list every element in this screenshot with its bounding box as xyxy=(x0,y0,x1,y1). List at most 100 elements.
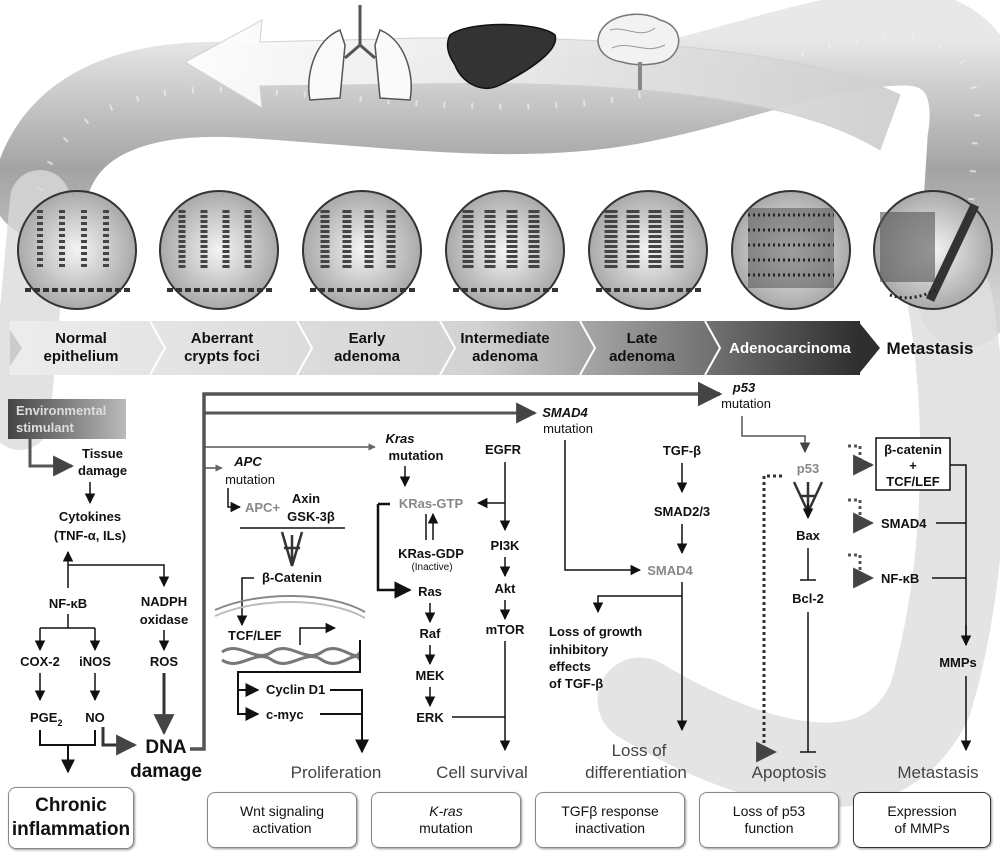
outcome-differentiation: differentiation xyxy=(585,763,687,782)
environmental-stimulant-box xyxy=(8,399,126,439)
bcl2: Bcl-2 xyxy=(792,591,824,606)
smad4-label: SMAD4 xyxy=(542,405,588,420)
metastasis-arrow xyxy=(183,19,901,151)
outcome-metastasis: Metastasis xyxy=(897,763,978,782)
kras-mutation: mutation xyxy=(389,448,444,463)
crypt-circle-normal xyxy=(17,190,137,310)
axin: Axin xyxy=(292,491,320,506)
smad4-grey: SMAD4 xyxy=(647,563,693,578)
p53-grey: p53 xyxy=(797,461,819,476)
loss-line2: inhibitory xyxy=(549,642,609,657)
met-tcf: TCF/LEF xyxy=(886,474,939,489)
mek: MEK xyxy=(416,668,446,683)
stage-late-line1: Late xyxy=(627,330,658,347)
stage-metastasis: Metastasis xyxy=(887,339,974,358)
outcome-loss-of: Loss of xyxy=(612,741,667,760)
outcomes: Proliferation Cell survival Loss of diff… xyxy=(291,741,979,782)
met-bcat: β-catenin xyxy=(884,442,942,457)
crypt-circle-intermediate xyxy=(445,190,565,310)
smad23: SMAD2/3 xyxy=(654,504,710,519)
tissue-line2: damage xyxy=(78,463,127,478)
loss-line4: of TGF-β xyxy=(549,676,603,691)
stage-intermediate-line2: adenoma xyxy=(472,348,539,365)
wnt-box-line1: Wnt signaling xyxy=(239,803,325,819)
p53-box-line2: function xyxy=(744,820,794,836)
mmps: MMPs xyxy=(939,655,977,670)
dna-line1: DNA xyxy=(145,737,186,758)
raf: Raf xyxy=(420,626,442,641)
dna-line2: damage xyxy=(130,761,202,782)
stage-normal-line1: Normal xyxy=(55,330,107,347)
ras: Ras xyxy=(418,584,442,599)
outcome-cell-survival: Cell survival xyxy=(436,763,528,782)
met-plus: + xyxy=(909,458,917,473)
kras-pathway: Kras mutation KRas-GTP KRas-GDP (Inactiv… xyxy=(376,431,525,752)
stage-early-line2: adenoma xyxy=(334,348,401,365)
nadph-line2: oxidase xyxy=(140,612,188,627)
stage-adenocarcinoma: Adenocarcinoma xyxy=(729,340,851,357)
tissue-line1: Tissue xyxy=(82,446,123,461)
beta-catenin: β-Catenin xyxy=(262,570,322,585)
p53-label: p53 xyxy=(732,380,756,395)
no: NO xyxy=(85,710,105,725)
cytokines-line1: Cytokines xyxy=(59,509,121,524)
crypt-circle-early xyxy=(302,190,422,310)
liver-icon xyxy=(446,23,557,89)
crypt-circles xyxy=(17,190,993,310)
kras-gtp: KRas-GTP xyxy=(399,496,464,511)
p53-pathway: p53 mutation p53 Bax Bcl-2 xyxy=(721,380,824,763)
crypt-circle-aberrant xyxy=(159,190,279,310)
chronic-line1: Chronic xyxy=(35,795,107,816)
crypt-circle-metastasis xyxy=(873,190,993,310)
stage-early-line1: Early xyxy=(349,330,386,347)
gsk3b: GSK-3β xyxy=(287,509,335,524)
apc-plus: APC+ xyxy=(245,500,280,515)
apc-mutation: mutation xyxy=(225,472,275,487)
stage-normal-line2: epithelium xyxy=(43,348,118,365)
met-nfkb: NF-κB xyxy=(881,571,919,586)
p53-mutation: mutation xyxy=(721,396,771,411)
stage-banner: Normal epithelium Aberrant crypts foci E… xyxy=(10,320,974,376)
dna-helix xyxy=(221,647,362,665)
tgf-pathway: SMAD4 mutation TGF-β SMAD2/3 SMAD4 Loss … xyxy=(542,405,710,732)
kras-label: Kras xyxy=(386,431,415,446)
mmp-box-line1: Expression xyxy=(887,803,957,819)
inflammation-pathway: Environmental stimulant Tissue damage Cy… xyxy=(8,399,202,782)
brain-icon xyxy=(597,13,680,90)
env-line1: Environmental xyxy=(16,403,106,418)
mmp-box-line2: of MMPs xyxy=(894,820,950,836)
stage-intermediate-line1: Intermediate xyxy=(460,330,549,347)
c-myc: c-myc xyxy=(266,707,304,722)
inos: iNOS xyxy=(79,654,111,669)
bcat-tcf-box xyxy=(875,437,951,491)
mutation-trunk xyxy=(190,381,723,751)
mtor: mTOR xyxy=(486,622,525,637)
env-line2: stimulant xyxy=(16,420,74,435)
egfr: EGFR xyxy=(485,442,522,457)
tgf-box-line1: TGFβ response xyxy=(561,803,659,819)
nadph-line1: NADPH xyxy=(141,594,187,609)
tgf-box-line2: inactivation xyxy=(574,820,646,836)
tcf-lef: TCF/LEF xyxy=(228,628,281,643)
wnt-pathway: APC mutation APC+ Axin GSK-3β β-Catenin … xyxy=(214,454,369,754)
stage-aberrant-line1: Aberrant xyxy=(191,330,254,347)
crypt-circle-adenocarcinoma xyxy=(731,190,851,310)
erk: ERK xyxy=(416,710,444,725)
wnt-box-line2: activation xyxy=(252,820,312,836)
ros: ROS xyxy=(150,654,179,669)
tgf-beta: TGF-β xyxy=(663,443,701,458)
met-smad4: SMAD4 xyxy=(881,516,927,531)
pi3k: PI3K xyxy=(491,538,521,553)
stage-late-line2: adenoma xyxy=(609,348,676,365)
cytokines-line2: (TNF-α, ILs) xyxy=(54,528,126,543)
loss-line1: Loss of growth xyxy=(549,624,642,639)
akt: Akt xyxy=(495,581,517,596)
kras-box-line2: mutation xyxy=(419,820,473,836)
